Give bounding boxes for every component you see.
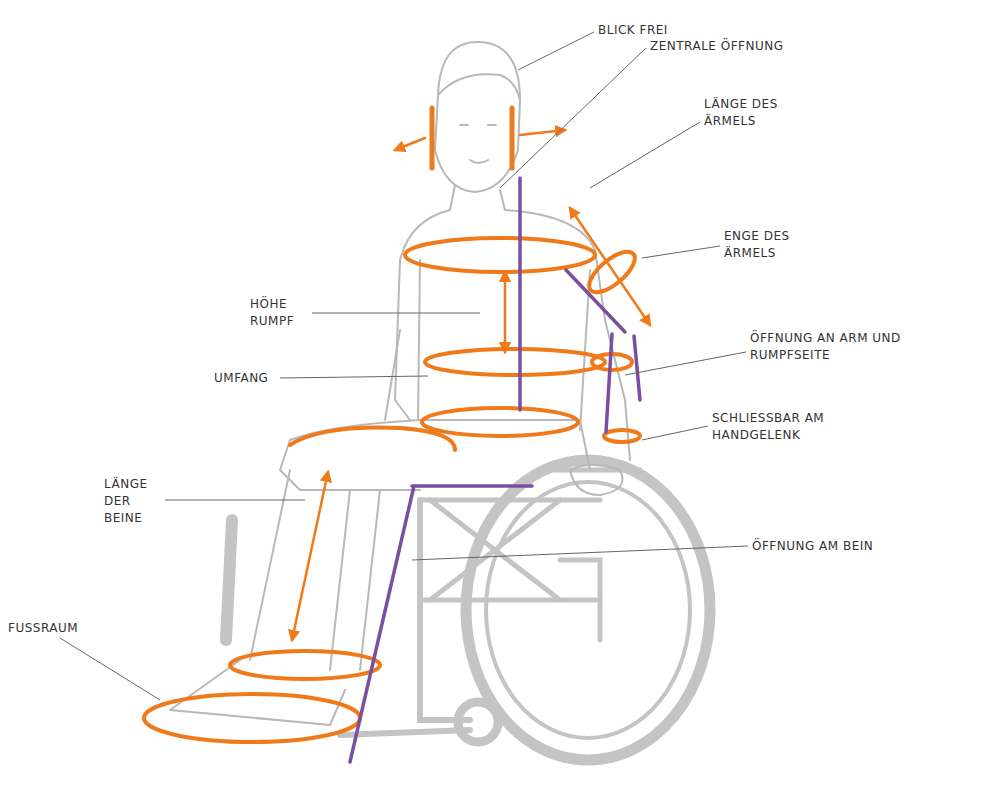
callout-label: LÄNGE DES ÄRMELS [704,96,804,130]
callout-label: BLICK FREI [598,22,758,39]
measure-marks [144,108,650,742]
callout-label: ZENTRALE ÖFFNUNG [650,38,850,55]
callout-label: ENGE DES ÄRMELS [724,228,824,262]
callout-label: ÖFFNUNG AN ARM UND RUMPFSEITE [750,330,920,364]
person [170,42,630,725]
callout-label: HÖHE RUMPF [250,296,308,330]
opening-lines [350,178,640,762]
callout-label: FUSSRAUM [8,620,108,637]
callout-label: UMFANG [214,370,278,387]
callout-label: SCHLIESSBAR AM HANDGELENK [712,410,912,444]
wheelchair [226,460,710,760]
callout-label: LÄNGE DER BEINE [104,476,164,527]
callout-label: ÖFFNUNG AM BEIN [752,538,952,555]
leader-lines [60,32,748,700]
